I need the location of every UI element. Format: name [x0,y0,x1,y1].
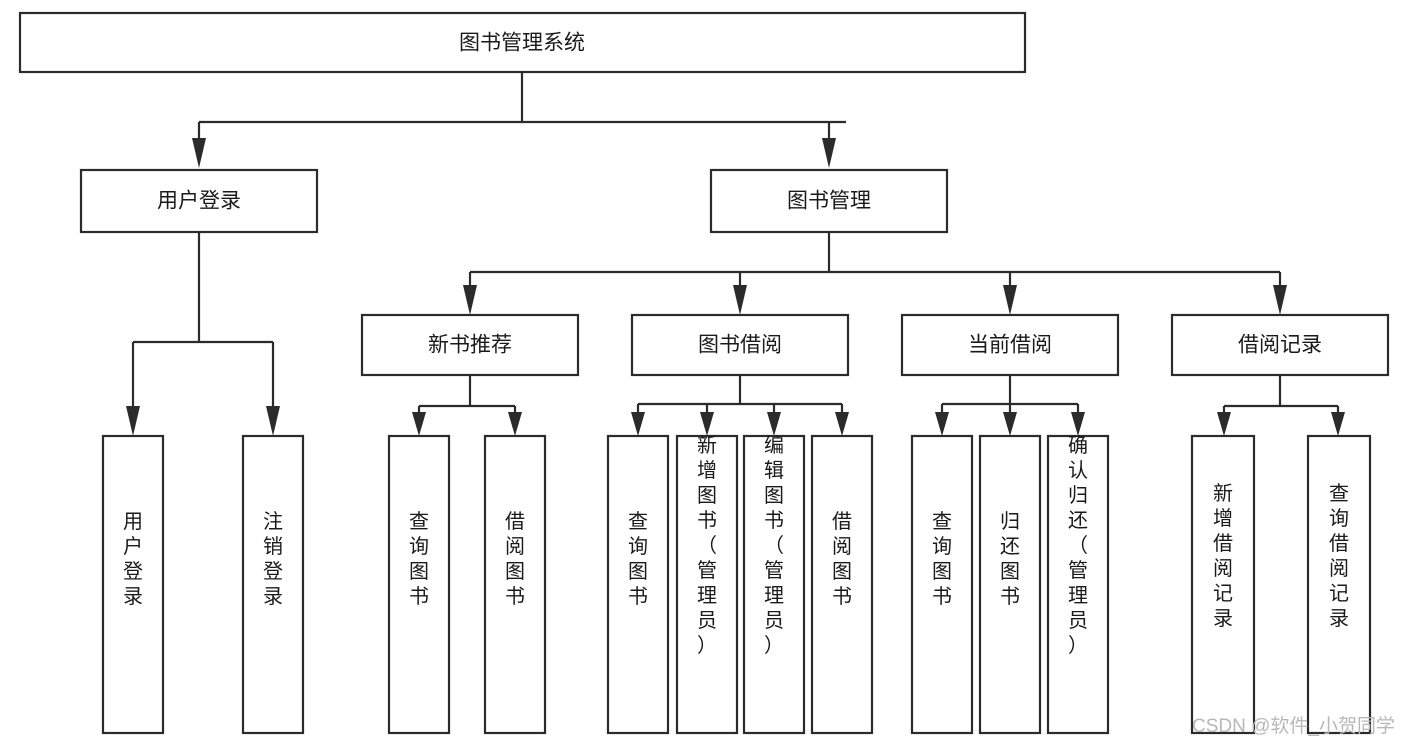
node-leaf-bookborrow-edit[interactable]: 编辑图书（管理员） [742,434,806,735]
node-user-login[interactable]: 用户登录 [79,168,319,234]
node-leaf-label: 注销登录 [263,510,283,608]
node-leaf-currentborrow-confirm[interactable]: 确认归还（管理员） [1046,434,1110,735]
node-leaf-label: 查询图书 [409,510,429,608]
node-leaf-label: 编辑图书（管理员） [764,434,784,657]
node-current-borrow-label: 当前借阅 [968,334,1052,357]
node-root-label: 图书管理系统 [459,32,585,55]
connector-root-to-level2 [192,72,846,168]
connector-borrowrecord-to-leaves [1217,375,1345,436]
node-leaf-user-login-login[interactable]: 用户登录 [101,434,165,735]
node-borrow-record[interactable]: 借阅记录 [1170,313,1390,377]
node-leaf-borrowrecord-add[interactable]: 新增借阅记录 [1190,434,1256,735]
node-leaf-newbook-query[interactable]: 查询图书 [387,434,451,735]
node-new-book-recommend[interactable]: 新书推荐 [360,313,580,377]
node-leaf-currentborrow-query[interactable]: 查询图书 [910,434,974,735]
node-leaf-label: 确认归还（管理员） [1068,434,1088,657]
connector-currentborrow-to-leaves [935,375,1085,436]
node-leaf-label: 归还图书 [1000,510,1020,608]
node-leaf-currentborrow-return[interactable]: 归还图书 [978,434,1042,735]
node-book-management[interactable]: 图书管理 [709,168,949,234]
connector-bookborrow-to-leaves [631,375,849,436]
node-leaf-newbook-borrow[interactable]: 借阅图书 [483,434,547,735]
node-leaf-bookborrow-add[interactable]: 新增图书（管理员） [675,434,739,735]
node-new-book-recommend-label: 新书推荐 [428,334,512,357]
node-leaf-user-login-logout[interactable]: 注销登录 [241,434,305,735]
node-borrow-record-label: 借阅记录 [1238,334,1322,357]
node-leaf-label: 用户登录 [123,511,143,608]
connector-userlogin-to-leaves [126,232,280,436]
node-leaf-label: 借阅图书 [832,510,852,608]
node-leaf-label: 新增图书（管理员） [697,434,717,657]
node-leaf-borrowrecord-query[interactable]: 查询借阅记录 [1306,434,1372,735]
node-root-system[interactable]: 图书管理系统 [18,11,1027,74]
node-book-borrow[interactable]: 图书借阅 [630,313,850,377]
node-leaf-label: 查询借阅记录 [1329,482,1349,630]
node-book-borrow-label: 图书借阅 [698,334,782,357]
node-leaf-bookborrow-borrow[interactable]: 借阅图书 [810,434,874,735]
node-book-management-label: 图书管理 [787,190,871,213]
node-current-borrow[interactable]: 当前借阅 [900,313,1120,377]
node-leaf-label: 查询图书 [932,510,952,608]
node-leaf-label: 新增借阅记录 [1213,482,1233,630]
watermark-label: CSDN @软件_小贺同学 [1192,715,1395,737]
node-leaf-bookborrow-query[interactable]: 查询图书 [606,434,670,735]
connector-newbook-to-leaves [412,375,522,436]
node-leaf-label: 查询图书 [628,510,648,608]
node-user-login-label: 用户登录 [157,190,241,213]
node-leaf-label: 借阅图书 [505,510,525,608]
connector-bookmgmt-to-level3 [463,232,1287,315]
